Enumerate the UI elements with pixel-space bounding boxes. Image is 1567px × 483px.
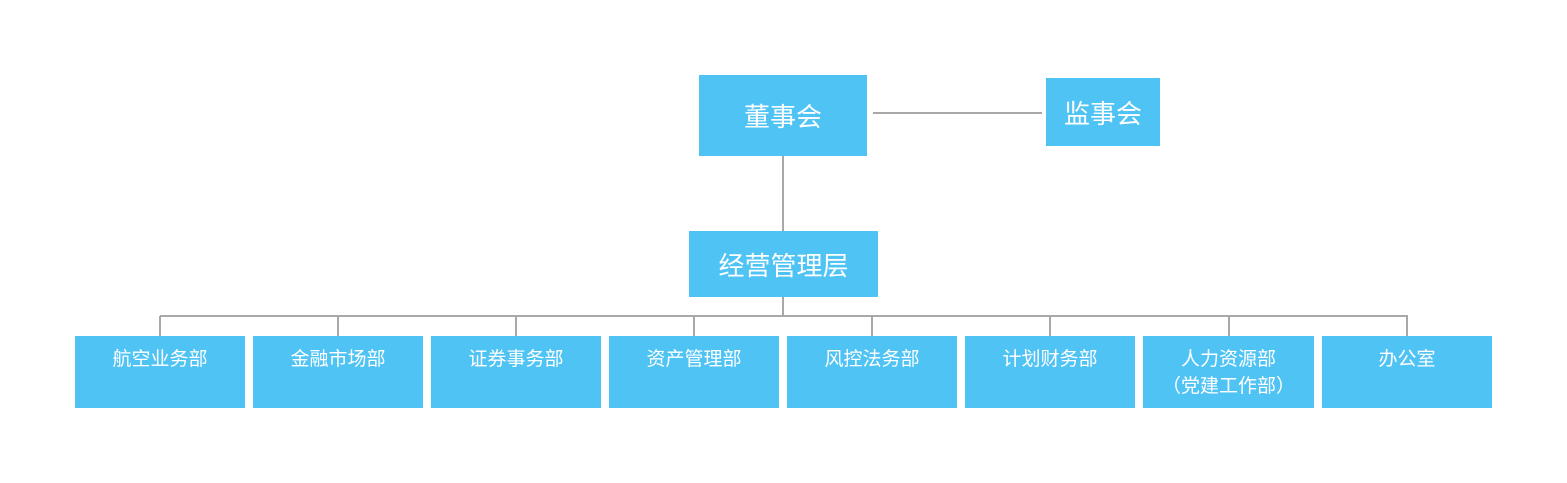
management-node: 经营管理层 [689, 231, 878, 297]
department-node: 金融市场部 [253, 336, 423, 408]
board-supervisory-connector [873, 112, 1042, 114]
department-drop-connector [337, 316, 339, 336]
department-node: 办公室 [1322, 336, 1492, 408]
department-drop-connector [693, 316, 695, 336]
department-label: 航空业务部 [112, 348, 208, 370]
department-label: 证券事务部 [468, 348, 564, 370]
board-management-connector [782, 156, 784, 232]
department-bus-connector [160, 315, 1408, 317]
department-label: 资产管理部 [646, 348, 742, 370]
department-label: 金融市场部 [290, 348, 386, 370]
department-node: 风控法务部 [787, 336, 957, 408]
department-node: 资产管理部 [609, 336, 779, 408]
supervisory-board-label: 监事会 [1063, 99, 1142, 130]
department-drop-connector [1228, 316, 1230, 336]
department-label: 人力资源部 [1180, 348, 1276, 370]
department-node: 计划财务部 [965, 336, 1135, 408]
board-of-directors-node: 董事会 [699, 75, 867, 156]
department-drop-connector [1406, 316, 1408, 336]
department-label: 办公室 [1378, 348, 1436, 370]
department-node: 航空业务部 [75, 336, 245, 408]
department-label: 风控法务部 [824, 348, 920, 370]
department-drop-connector [871, 316, 873, 336]
supervisory-board-node: 监事会 [1046, 78, 1160, 146]
department-sublabel: （党建工作部） [1161, 375, 1295, 397]
management-label: 经营管理层 [718, 251, 849, 282]
department-drop-connector [159, 316, 161, 336]
board-of-directors-label: 董事会 [743, 103, 822, 133]
department-drop-connector [1049, 316, 1051, 336]
department-node: 证券事务部 [431, 336, 601, 408]
management-stem-connector [782, 296, 784, 316]
department-drop-connector [515, 316, 517, 336]
department-node: 人力资源部 （党建工作部） [1143, 336, 1314, 408]
department-label: 计划财务部 [1002, 348, 1098, 370]
